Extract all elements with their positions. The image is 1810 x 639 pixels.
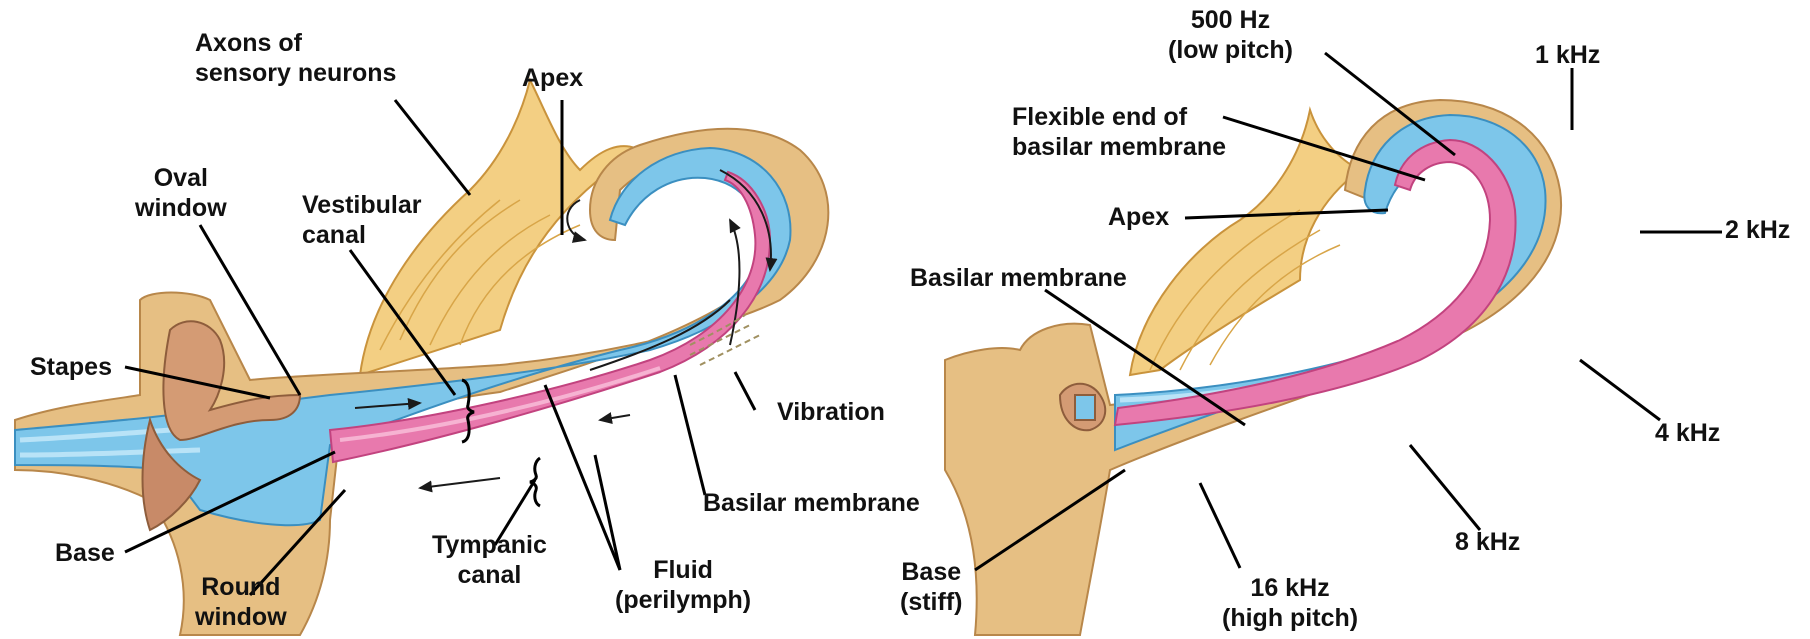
label-line: Basilar membrane [703,488,920,518]
label-4khz: 4 kHz [1655,418,1720,448]
label-flexible-end: Flexible end of basilar membrane [1012,102,1226,162]
label-stapes: Stapes [30,352,112,382]
label-line: (high pitch) [1222,603,1358,633]
label-fluid-perilymph: Fluid (perilymph) [615,555,751,615]
label-line: Tympanic [432,530,547,560]
label-round-window: Round window [195,572,287,632]
label-2khz: 2 kHz [1725,215,1790,245]
label-line: Apex [1108,202,1169,232]
label-line: Axons of [195,28,396,58]
label-line: Round [195,572,287,602]
label-line: 500 Hz [1168,5,1293,35]
label-oval-window: Oval window [135,163,227,223]
label-line: window [135,193,227,223]
label-500hz-low-pitch: 500 Hz (low pitch) [1168,5,1293,65]
label-line: 2 kHz [1725,215,1790,245]
label-line: (stiff) [900,587,962,617]
label-line: (perilymph) [615,585,751,615]
label-line: window [195,602,287,632]
label-line: Vibration [777,397,885,427]
label-line: 16 kHz [1222,573,1358,603]
label-line: 1 kHz [1535,40,1600,70]
label-line: Base [55,538,115,568]
label-basilar-membrane-right: Basilar membrane [910,263,1127,293]
label-line: Flexible end of [1012,102,1226,132]
label-16khz-high-pitch: 16 kHz (high pitch) [1222,573,1358,633]
label-vibration: Vibration [777,397,885,427]
label-line: sensory neurons [195,58,396,88]
label-line: Fluid [615,555,751,585]
label-1khz: 1 kHz [1535,40,1600,70]
label-line: Stapes [30,352,112,382]
label-apex-left: Apex [522,63,583,93]
label-tympanic-canal: Tympanic canal [432,530,547,590]
label-base-left: Base [55,538,115,568]
label-line: canal [302,220,422,250]
label-apex-right: Apex [1108,202,1169,232]
label-line: Base [900,557,962,587]
label-line: Vestibular [302,190,422,220]
label-line: Apex [522,63,583,93]
label-basilar-membrane-left: Basilar membrane [703,488,920,518]
label-line: (low pitch) [1168,35,1293,65]
label-vestibular-canal: Vestibular canal [302,190,422,250]
label-line: Oval [135,163,227,193]
label-axons-of-sensory-neurons: Axons of sensory neurons [195,28,396,88]
label-line: 8 kHz [1455,527,1520,557]
label-line: basilar membrane [1012,132,1226,162]
label-line: 4 kHz [1655,418,1720,448]
label-line: canal [432,560,547,590]
label-base-stiff: Base (stiff) [900,557,962,617]
label-8khz: 8 kHz [1455,527,1520,557]
label-line: Basilar membrane [910,263,1127,293]
